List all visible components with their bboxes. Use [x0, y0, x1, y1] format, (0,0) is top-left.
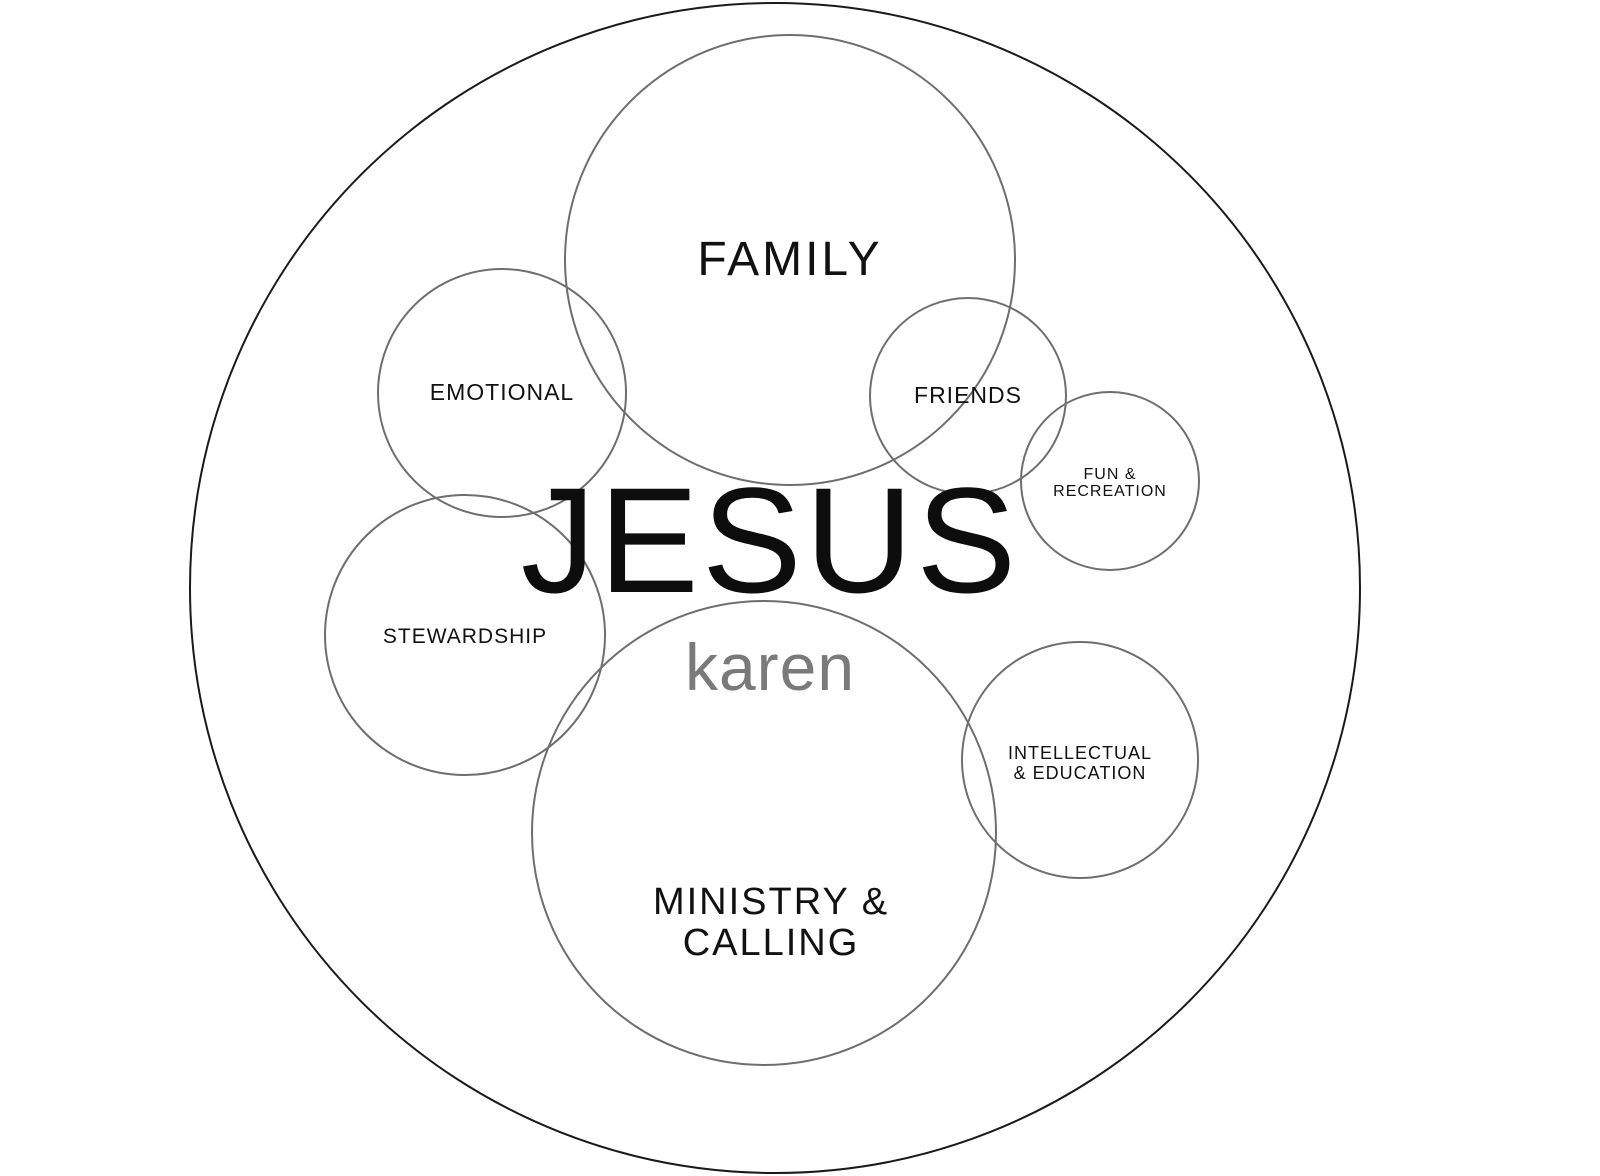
- intellectual-education-label-line2: & EDUCATION: [1014, 763, 1147, 783]
- emotional-circle: [377, 268, 627, 518]
- intellectual-education-label-line1: INTELLECTUAL: [1008, 743, 1152, 763]
- ministry-calling-label-line2: CALLING: [683, 922, 860, 964]
- stewardship-circle: [324, 494, 606, 776]
- family-label: FAMILY: [697, 233, 882, 286]
- fun-recreation-label-line1: FUN &: [1084, 466, 1137, 483]
- family-circle: [564, 34, 1016, 486]
- ministry-calling-circle: [531, 600, 997, 1066]
- outer-circle: [189, 2, 1361, 1174]
- friends-label: FRIENDS: [914, 382, 1022, 408]
- fun-recreation-circle: [1020, 391, 1200, 571]
- fun-recreation-label-line2: RECREATION: [1053, 483, 1167, 500]
- friends-circle: [869, 297, 1067, 495]
- intellectual-education-circle: [961, 641, 1199, 879]
- stewardship-label: STEWARDSHIP: [383, 625, 547, 648]
- center-secondary-label: karen: [685, 630, 855, 704]
- emotional-label: EMOTIONAL: [430, 379, 574, 405]
- ministry-calling-label-line1: MINISTRY &: [653, 881, 889, 923]
- center-primary-label: JESUS: [521, 456, 1019, 624]
